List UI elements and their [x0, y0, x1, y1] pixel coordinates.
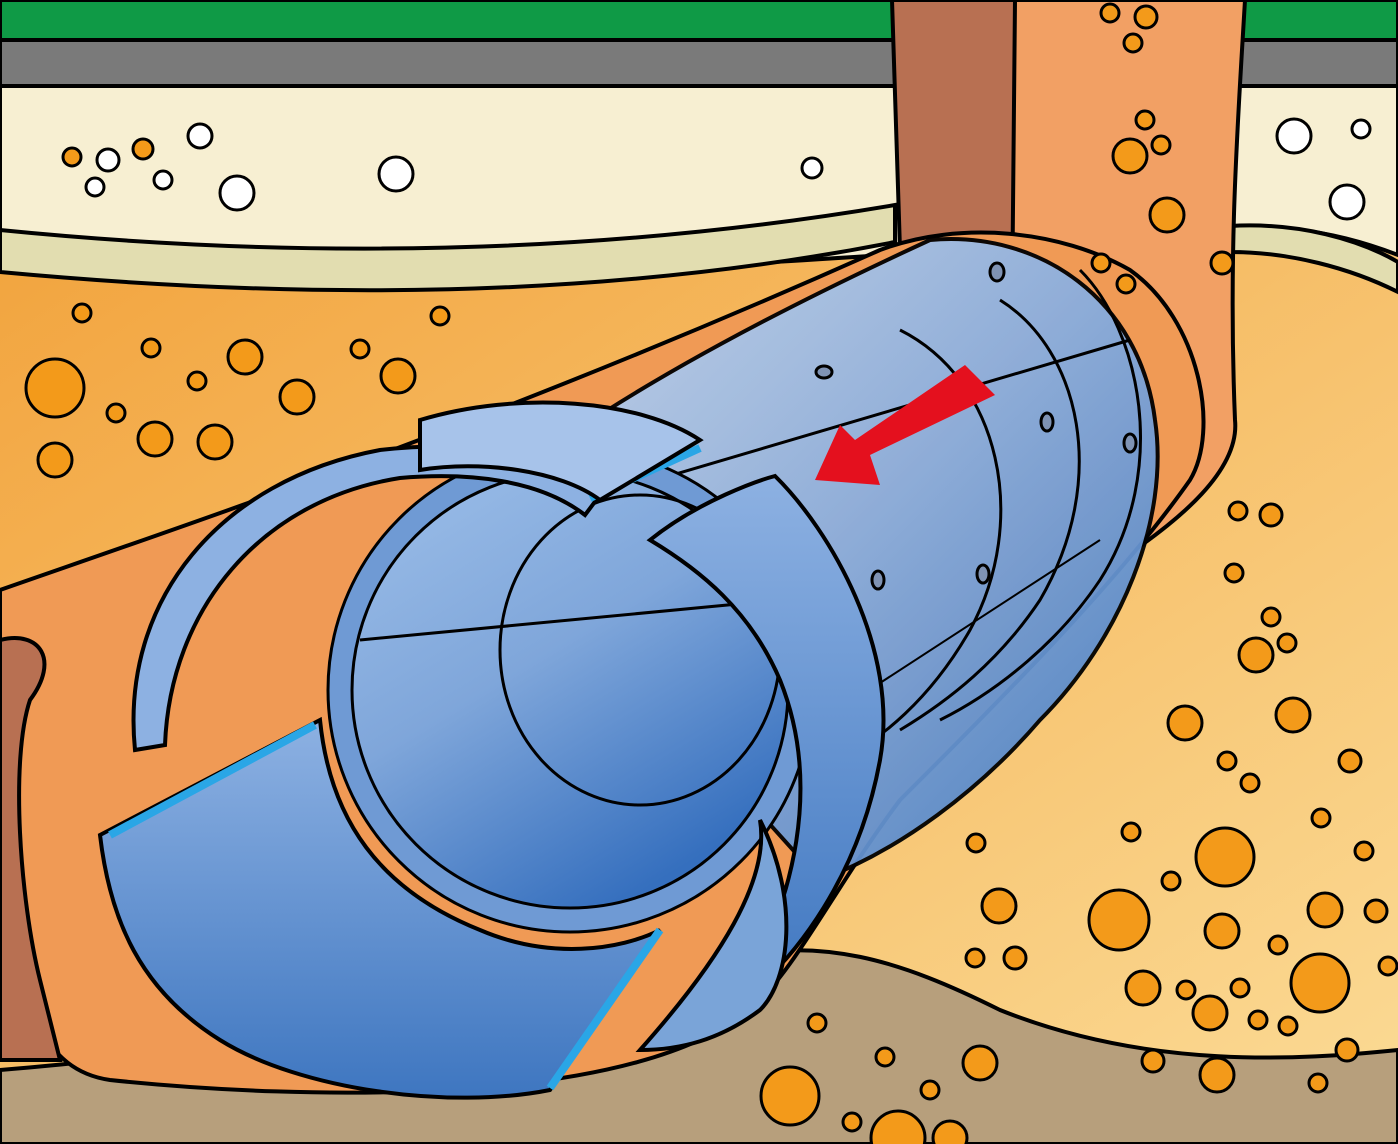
pebble: [843, 1113, 861, 1131]
pebble: [967, 834, 985, 852]
pebble: [1168, 706, 1202, 740]
pebble: [1278, 634, 1296, 652]
bolt-hole-3: [1041, 413, 1053, 431]
pebble: [966, 949, 984, 967]
pebble: [431, 307, 449, 325]
pebble: [188, 372, 206, 390]
pebble: [26, 359, 84, 417]
pebble: [1200, 1058, 1234, 1092]
pebble: [1352, 120, 1370, 138]
pebble: [1135, 6, 1157, 28]
pebble: [1193, 996, 1227, 1030]
pebble: [142, 339, 160, 357]
pebble: [761, 1067, 819, 1125]
pebble: [73, 304, 91, 322]
pebble: [97, 149, 119, 171]
pebble: [198, 425, 232, 459]
pebble: [1277, 119, 1311, 153]
pebble: [220, 176, 254, 210]
pebble: [138, 422, 172, 456]
pebble: [1231, 979, 1249, 997]
pebble: [1196, 828, 1254, 886]
pebble: [188, 124, 212, 148]
pebble: [1229, 502, 1247, 520]
pebble: [1241, 774, 1259, 792]
pebble: [1312, 809, 1330, 827]
pebble: [1276, 698, 1310, 732]
pebble: [1239, 638, 1273, 672]
pebble: [808, 1014, 826, 1032]
pebble: [1218, 752, 1236, 770]
pebble: [1309, 1074, 1327, 1092]
pebble: [1339, 750, 1361, 772]
pebble: [1126, 971, 1160, 1005]
pebble: [1122, 823, 1140, 841]
pebble: [1225, 564, 1243, 582]
pebble: [1262, 608, 1280, 626]
pebble: [1177, 981, 1195, 999]
pebble: [1336, 1039, 1358, 1061]
pebble: [1136, 111, 1154, 129]
bolt-hole-5: [872, 571, 884, 589]
bolt-hole-6: [977, 565, 989, 583]
pebble: [1269, 936, 1287, 954]
pebble: [1117, 275, 1135, 293]
pebble: [1162, 872, 1180, 890]
pebble: [1355, 842, 1373, 860]
pebble: [1260, 504, 1282, 526]
pebble: [38, 443, 72, 477]
pebble: [876, 1048, 894, 1066]
pebble: [280, 380, 314, 414]
pebble: [1249, 1011, 1267, 1029]
shaft-dark-wall: [892, 0, 1020, 250]
pebble: [1101, 4, 1119, 22]
pebble: [933, 1121, 967, 1144]
pebble: [963, 1046, 997, 1080]
pebble: [107, 404, 125, 422]
pebble: [1113, 139, 1147, 173]
pebble: [921, 1081, 939, 1099]
pebble: [802, 158, 822, 178]
pebble: [1379, 957, 1397, 975]
pebble: [1092, 254, 1110, 272]
pebble: [1150, 198, 1184, 232]
pebble: [228, 340, 262, 374]
pebble: [154, 171, 172, 189]
pebble: [1279, 1017, 1297, 1035]
pebble: [1004, 947, 1026, 969]
pebble: [63, 148, 81, 166]
bolt-hole-4: [1124, 434, 1136, 452]
pebble: [982, 889, 1016, 923]
pebble: [351, 340, 369, 358]
pebble: [1142, 1050, 1164, 1072]
pebble: [379, 157, 413, 191]
pebble: [1089, 890, 1149, 950]
pebble: [1211, 252, 1233, 274]
pebble: [133, 139, 153, 159]
pebble: [1152, 136, 1170, 154]
pebble: [1330, 185, 1364, 219]
pebble: [381, 359, 415, 393]
pebble: [1205, 914, 1239, 948]
pebble: [86, 178, 104, 196]
bolt-hole-2: [816, 366, 832, 378]
pebble: [1365, 900, 1387, 922]
bolt-hole-1: [990, 263, 1004, 281]
pebble: [1291, 954, 1349, 1012]
pebble: [1124, 34, 1142, 52]
pebble: [1308, 893, 1342, 927]
